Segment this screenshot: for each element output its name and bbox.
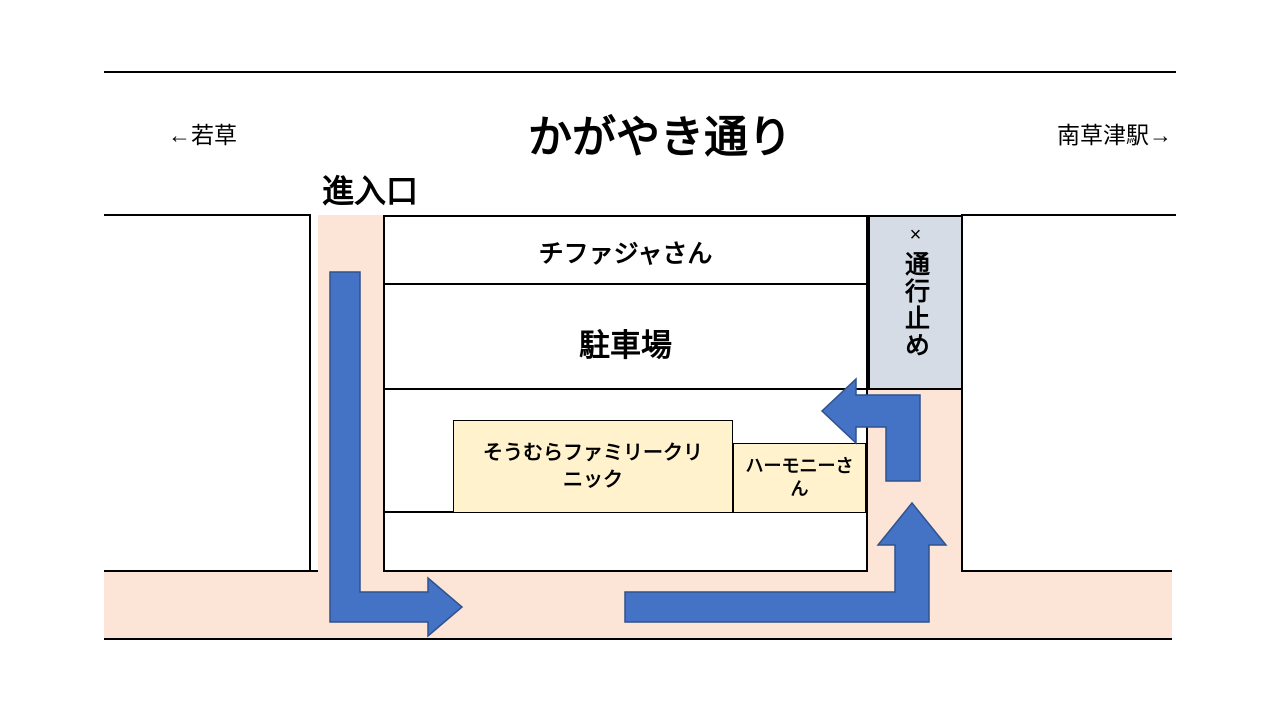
chifaja-label: チファジャさん	[538, 240, 713, 268]
direction-right-label: 南草津駅→	[1057, 122, 1172, 148]
entrance-left-wall-line	[309, 214, 311, 572]
bottom-road-bottom-border	[104, 638, 1172, 640]
clinic-box: そうむらファミリークリニック	[453, 420, 733, 513]
harmony-label: ハーモニーさん	[745, 455, 854, 499]
street-title: かがやき通り	[528, 113, 792, 162]
road-closed-block: × 通行止め	[868, 215, 963, 390]
bottom-road	[104, 572, 1172, 638]
road-closed-x-icon: ×	[909, 224, 922, 246]
road-closed-label: 通行止め	[901, 251, 930, 359]
right-wall-line	[961, 214, 963, 572]
bottom-road-top-border-right	[963, 570, 1172, 572]
buildings-divider-1	[383, 283, 868, 285]
mid-road-line-left	[104, 214, 309, 216]
harmony-box: ハーモニーさん	[733, 443, 866, 513]
entrance-label: 進入口	[322, 173, 419, 209]
direction-left-label: ←若草	[168, 122, 237, 148]
top-road-line	[104, 71, 1176, 73]
bottom-road-top-border-left	[104, 570, 318, 572]
clinic-label: そうむらファミリークリニック	[483, 441, 703, 491]
mid-road-line-right	[963, 214, 1176, 216]
buildings-divider-2	[383, 388, 868, 390]
parking-label: 駐車場	[579, 328, 672, 363]
